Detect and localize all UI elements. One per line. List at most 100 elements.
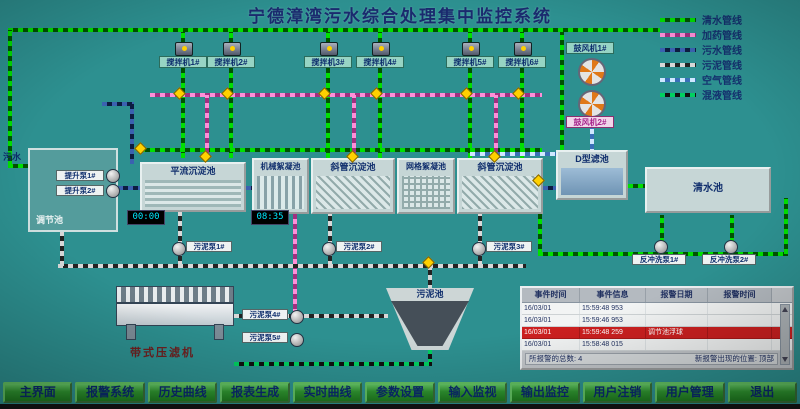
legend-row: 清水管线	[660, 12, 796, 27]
tank-grid-flocculation: 网格絮凝池	[397, 158, 455, 214]
alarm-scrollbar[interactable]	[780, 304, 790, 365]
nav-history-curve[interactable]: 历史曲线	[147, 382, 218, 403]
alarm-cell	[708, 339, 772, 350]
pipe-clear-water	[8, 28, 660, 32]
nav-exit[interactable]: 退出	[727, 382, 797, 403]
legend-row: 混液管线	[660, 87, 796, 102]
pump-icon[interactable]	[654, 240, 668, 254]
legend-label: 清水管线	[702, 16, 742, 27]
pipe-clear-water	[8, 30, 12, 166]
pipe-clear-water	[660, 215, 664, 253]
pump-icon[interactable]	[172, 242, 186, 256]
legend-label: 空气管线	[702, 76, 742, 87]
mixer-label: 搅拌机5#	[446, 56, 494, 68]
mixer-label: 搅拌机1#	[159, 56, 207, 68]
backwash-pump-label: 反冲洗泵2#	[702, 254, 756, 265]
nav-report-generation[interactable]: 报表生成	[220, 382, 290, 403]
alarm-cell	[708, 303, 772, 314]
alarm-row[interactable]: 16/03/01 15:59:46 953	[522, 315, 792, 327]
pump-icon[interactable]	[472, 242, 486, 256]
sludge-pump-label: 污泥泵4#	[242, 309, 288, 320]
pipe-sewage	[246, 186, 254, 190]
valve-icon[interactable]	[199, 150, 212, 163]
alarm-total: 所报警的总数: 4	[529, 354, 583, 363]
timer-display: 08:35	[251, 210, 289, 225]
tank-fill	[402, 176, 450, 209]
tank-d-filter: D型滤池	[556, 150, 628, 200]
pipe-dosing	[494, 95, 498, 158]
sewage-line-swatch	[660, 47, 696, 52]
mixer-motor-icon[interactable]	[175, 42, 193, 56]
legend-label: 污泥管线	[702, 61, 742, 72]
mixed-line-swatch	[660, 92, 696, 97]
alarm-col-header: 事件信息	[580, 288, 646, 302]
dosing-line-swatch	[660, 32, 696, 37]
alarm-cell	[646, 303, 708, 314]
tank-horizontal-sedimentation: 平流沉淀池	[140, 162, 246, 212]
belt-filter-press	[116, 286, 234, 340]
mixer-motor-icon[interactable]	[514, 42, 532, 56]
nav-user-logout[interactable]: 用户注销	[582, 382, 653, 403]
valve-icon[interactable]	[134, 142, 147, 155]
pump-icon[interactable]	[106, 169, 120, 183]
pump-icon[interactable]	[290, 310, 304, 324]
tank-mechanical-flocculation: 机械絮凝池	[252, 158, 309, 214]
alarm-row-active[interactable]: 16/03/01 15:59:48 259 调节池浮球	[522, 327, 792, 339]
alarm-row[interactable]: 16/03/01 15:58:48 015	[522, 339, 792, 351]
pump-icon[interactable]	[724, 240, 738, 254]
pipe-mixed	[428, 350, 432, 364]
nav-parameter-settings[interactable]: 参数设置	[365, 382, 435, 403]
pipe-air	[470, 152, 592, 156]
nav-main-screen[interactable]: 主界面	[3, 382, 73, 403]
pump-icon[interactable]	[106, 184, 120, 198]
legend-label: 混液管线	[702, 91, 742, 102]
pipe-sludge	[428, 264, 432, 290]
legend-row: 污水管线	[660, 42, 796, 57]
alarm-panel: 事件时间 事件信息 报警日期 报警时间 16/03/01 15:59:48 95…	[520, 286, 794, 370]
alarm-cell: 调节池浮球	[646, 327, 708, 338]
pipe-sewage	[543, 186, 558, 190]
blower-fan-icon[interactable]	[578, 58, 606, 86]
pipe-sewage	[130, 102, 134, 164]
nav-realtime-curve[interactable]: 实时曲线	[292, 382, 363, 403]
nav-input-monitor[interactable]: 输入监视	[437, 382, 508, 403]
legend-label: 污水管线	[702, 46, 742, 57]
mixer-label: 搅拌机6#	[498, 56, 546, 68]
alarm-col-header: 事件时间	[522, 288, 580, 302]
alarm-cell: 16/03/01	[522, 315, 580, 326]
pipe-clear-water	[538, 184, 542, 254]
tank-label: 清水池	[693, 183, 723, 194]
mixer-motor-icon[interactable]	[320, 42, 338, 56]
nav-user-management[interactable]: 用户管理	[655, 382, 725, 403]
pipe-clear-water	[560, 32, 564, 150]
pipe-sludge	[328, 214, 332, 266]
tank-fill	[561, 168, 623, 195]
press-body	[116, 303, 234, 326]
air-line-swatch	[660, 77, 696, 82]
lift-pump-label: 提升泵2#	[56, 185, 104, 196]
mixer-motor-icon[interactable]	[372, 42, 390, 56]
nav-output-monitor[interactable]: 输出监控	[510, 382, 580, 403]
scroll-down-icon[interactable]	[782, 357, 788, 362]
alarm-cell: 15:58:48 015	[580, 339, 646, 350]
pump-icon[interactable]	[290, 333, 304, 347]
mixer-motor-icon[interactable]	[223, 42, 241, 56]
nav-alarm-system[interactable]: 报警系统	[75, 382, 145, 403]
pump-icon[interactable]	[322, 242, 336, 256]
belt-press-label: 带式压滤机	[130, 347, 195, 359]
mixer-label: 搅拌机4#	[356, 56, 404, 68]
alarm-row[interactable]: 16/03/01 15:59:48 953	[522, 303, 792, 315]
press-leg	[214, 324, 224, 340]
scroll-up-icon[interactable]	[782, 307, 788, 312]
sludge-pump-label: 污泥泵1#	[186, 241, 232, 252]
tank-label: 机械絮凝池	[260, 162, 301, 171]
blower-fan-icon[interactable]	[578, 90, 606, 118]
mixer-label: 搅拌机2#	[207, 56, 255, 68]
alarm-cell: 15:59:48 259	[580, 327, 646, 338]
mixer-motor-icon[interactable]	[462, 42, 480, 56]
tank-clear-water: 清水池	[645, 167, 771, 213]
alarm-cell: 15:59:48 953	[580, 303, 646, 314]
tank-label: D型滤池	[575, 154, 609, 164]
tank-label: 平流沉淀池	[170, 166, 216, 176]
